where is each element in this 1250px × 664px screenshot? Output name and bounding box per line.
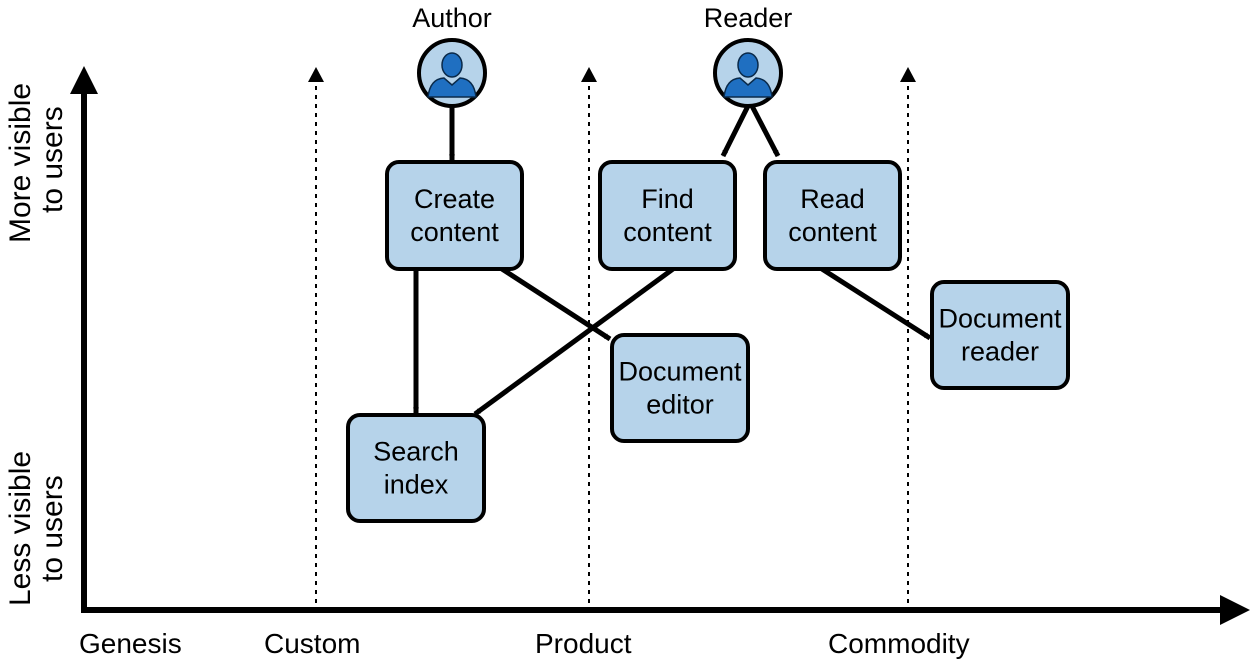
y-label-more-visible: More visible to users	[4, 75, 69, 243]
user-icon	[417, 38, 487, 108]
actor-author: Author	[412, 3, 492, 108]
stage-label-product: Product	[535, 628, 632, 659]
y-axis-labels: More visible to users Less visible to us…	[4, 75, 69, 606]
actor-reader: Reader	[704, 3, 793, 108]
axes	[70, 66, 1250, 625]
node-read-label-line1: Read	[800, 184, 865, 214]
divider-commodity-arrow	[900, 67, 916, 82]
node-find-label-line1: Find	[641, 184, 694, 214]
y-label-more-visible-line1: More visible	[4, 83, 37, 243]
stage-label-commodity: Commodity	[828, 628, 970, 659]
user-icon	[713, 38, 783, 108]
node-read-label-line2: content	[788, 217, 877, 247]
node-editor-box	[610, 333, 750, 443]
node-create-label-line2: content	[410, 217, 499, 247]
node-create-label-line1: Create	[414, 184, 495, 214]
x-axis-labels: Genesis Custom Product Commodity	[79, 628, 970, 659]
actor-reader-label: Reader	[704, 3, 793, 33]
stage-label-genesis: Genesis	[79, 628, 182, 659]
node-editor-label-line1: Document	[618, 357, 742, 387]
node-search-label-line1: Search	[373, 437, 459, 467]
edge-read-to-docreader	[820, 266, 932, 341]
node-docreader-label-line1: Document	[938, 304, 1062, 334]
node-docreader-label-line2: reader	[961, 337, 1039, 367]
y-label-less-visible-line2: to users	[36, 475, 69, 582]
actor-author-label: Author	[412, 3, 492, 33]
edges	[413, 104, 932, 417]
y-label-more-visible-line2: to users	[36, 106, 69, 213]
node-create-box	[385, 160, 524, 271]
actors: Author Reader	[412, 3, 793, 108]
node-search-label-line2: index	[384, 470, 449, 500]
node-editor-label-line2: editor	[646, 390, 714, 420]
node-search-box	[346, 413, 486, 523]
node-find-box	[598, 160, 737, 271]
node-docreader-box	[930, 280, 1070, 390]
y-axis-arrow	[70, 66, 98, 94]
nodes: CreatecontentFindcontentReadcontentDocum…	[346, 160, 1070, 523]
x-axis-arrow	[1220, 595, 1250, 625]
stage-label-custom: Custom	[264, 628, 360, 659]
divider-custom-product-arrow	[308, 67, 324, 82]
node-find-label-line2: content	[623, 217, 712, 247]
y-label-less-visible: Less visible to users	[4, 443, 69, 606]
edge-reader-to-find	[720, 104, 751, 158]
edge-reader-to-read	[749, 104, 781, 158]
y-label-less-visible-line1: Less visible	[4, 451, 37, 606]
edge-find-to-search	[473, 266, 675, 417]
node-read-box	[763, 160, 902, 271]
divider-product-commodity-arrow	[581, 67, 597, 82]
stage-dividers	[308, 67, 916, 612]
